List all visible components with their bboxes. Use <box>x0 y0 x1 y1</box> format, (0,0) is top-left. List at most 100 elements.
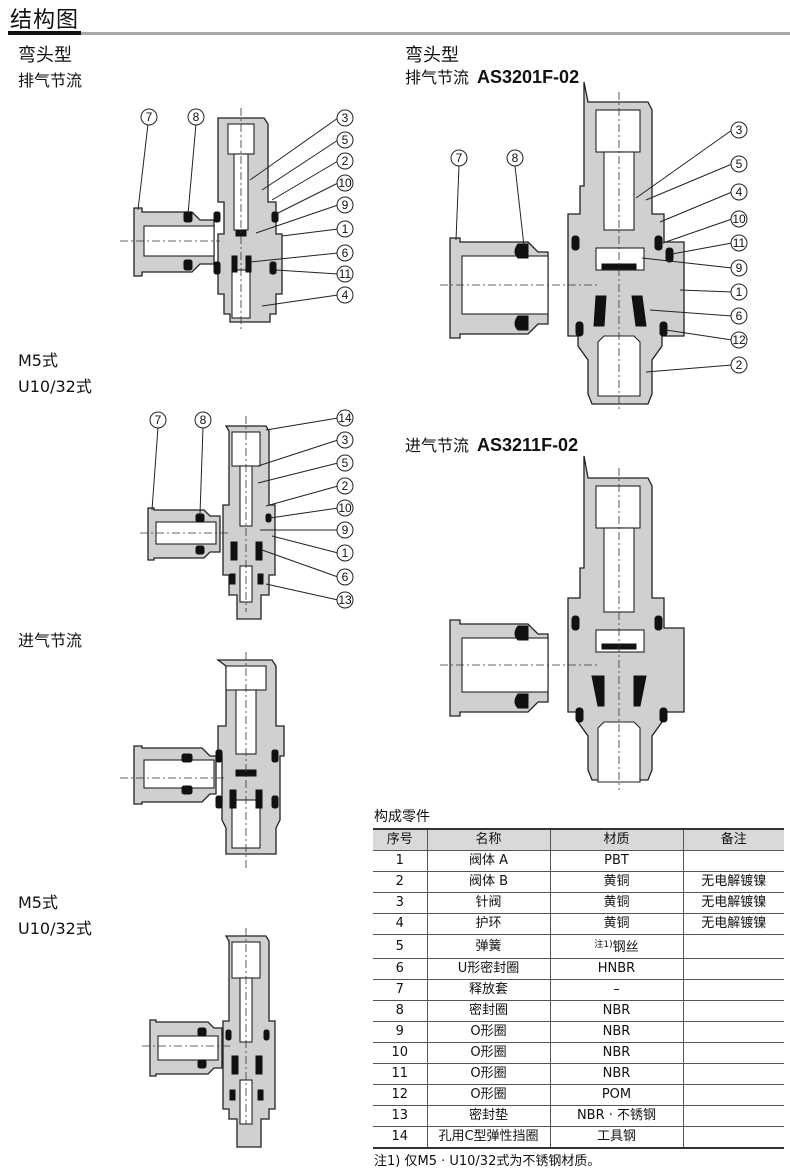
cell-no: 2 <box>373 871 427 893</box>
title-underline-accent <box>8 31 81 35</box>
cell-no: 8 <box>373 1000 427 1022</box>
cell-remark <box>682 1084 784 1106</box>
cell-material: 工具钢 <box>549 1126 683 1149</box>
svg-text:1: 1 <box>736 285 743 299</box>
cell-no: 9 <box>373 1021 427 1043</box>
leader-lines <box>137 117 339 307</box>
section-heading-inlet: 进气节流 <box>18 631 83 650</box>
callout-5: 5 <box>336 454 354 472</box>
callout-9: 9 <box>336 196 354 214</box>
callout-8: 8 <box>187 108 205 126</box>
cell-name: U形密封圈 <box>426 958 550 980</box>
cell-no: 3 <box>373 892 427 914</box>
seal <box>229 1089 236 1101</box>
model-number: AS3201F-02 <box>477 67 580 87</box>
svg-text:10: 10 <box>338 176 352 190</box>
callout-6: 6 <box>730 307 748 325</box>
model-number: AS3211F-02 <box>477 435 579 455</box>
section-heading-elbow-right: 弯头型 <box>405 45 459 66</box>
seal <box>659 707 668 723</box>
callout-4: 4 <box>730 183 748 201</box>
callout-12: 12 <box>730 331 748 349</box>
svg-text:2: 2 <box>342 154 349 168</box>
callout-2: 2 <box>730 356 748 374</box>
table-footnote: 注1) 仅M5 · U10/32式为不锈钢材质。 <box>374 1154 601 1169</box>
svg-text:2: 2 <box>342 479 349 493</box>
callout-2: 2 <box>336 152 354 170</box>
callout-10: 10 <box>730 210 748 228</box>
seal <box>181 785 193 795</box>
seal-8b <box>195 545 205 555</box>
cell-remark <box>682 1063 784 1085</box>
cell-material: 黄铜 <box>549 913 683 935</box>
seal <box>181 753 193 763</box>
cell-no: 7 <box>373 979 427 1001</box>
svg-text:5: 5 <box>342 456 349 470</box>
callout-9: 9 <box>730 259 748 277</box>
section-subheading-exhaust: 排气节流 <box>18 71 83 90</box>
seal-13 <box>229 573 236 585</box>
cell-name: 弹簧 <box>426 934 550 959</box>
seal <box>514 693 529 709</box>
callout-7: 7 <box>149 411 167 429</box>
seal-6 <box>230 541 238 561</box>
callout-11: 11 <box>730 234 748 252</box>
seal-12 <box>575 321 584 337</box>
seal-12b <box>659 321 668 337</box>
cell-material: NBR <box>549 1021 683 1043</box>
seal <box>255 1055 263 1075</box>
cell-material: – <box>549 979 683 1001</box>
svg-text:10: 10 <box>338 501 352 515</box>
seal <box>633 675 647 707</box>
seal-6b <box>631 295 647 327</box>
table-header-row: 序号 名称 材质 备注 <box>373 828 784 851</box>
svg-text:11: 11 <box>339 267 352 281</box>
callout-6: 6 <box>336 568 354 586</box>
seal-11 <box>665 247 674 263</box>
svg-text:8: 8 <box>512 151 519 165</box>
cell-remark: 无电解镀镍 <box>682 871 784 893</box>
callout-6: 6 <box>336 244 354 262</box>
cell-name: 阀体 A <box>426 850 550 872</box>
cell-material: HNBR <box>549 958 683 980</box>
cell-remark: 无电解镀镍 <box>682 913 784 935</box>
callout-5: 5 <box>336 131 354 149</box>
seal <box>197 1027 207 1037</box>
cell-name: 护环 <box>426 913 550 935</box>
cell-remark <box>682 850 784 872</box>
seal-6b <box>245 255 252 273</box>
leader-lines <box>455 129 733 373</box>
callout-3: 3 <box>730 121 748 139</box>
seal-6b <box>255 541 263 561</box>
seal <box>231 1055 239 1075</box>
callout-7: 7 <box>140 108 158 126</box>
seal-11b <box>213 261 221 275</box>
section-heading-m5: M5式 <box>18 351 58 370</box>
callout-1: 1 <box>336 544 354 562</box>
header-remark: 备注 <box>682 828 784 851</box>
svg-text:7: 7 <box>155 413 162 427</box>
section-subheading-u10: U10/32式 <box>18 377 92 396</box>
cell-name: 密封圈 <box>426 1000 550 1022</box>
callout-5: 5 <box>730 155 748 173</box>
seal <box>257 1089 264 1101</box>
seal-8 <box>514 243 529 259</box>
cell-no: 13 <box>373 1105 427 1127</box>
seal <box>197 1059 207 1069</box>
svg-text:12: 12 <box>732 333 746 347</box>
title-underline <box>81 32 790 35</box>
cell-name: 针阀 <box>426 892 550 914</box>
svg-text:7: 7 <box>146 110 153 124</box>
cell-material: NBR <box>549 1063 683 1085</box>
cell-name: 孔用C型弹性挡圈 <box>426 1126 550 1149</box>
callout-4: 4 <box>336 286 354 304</box>
